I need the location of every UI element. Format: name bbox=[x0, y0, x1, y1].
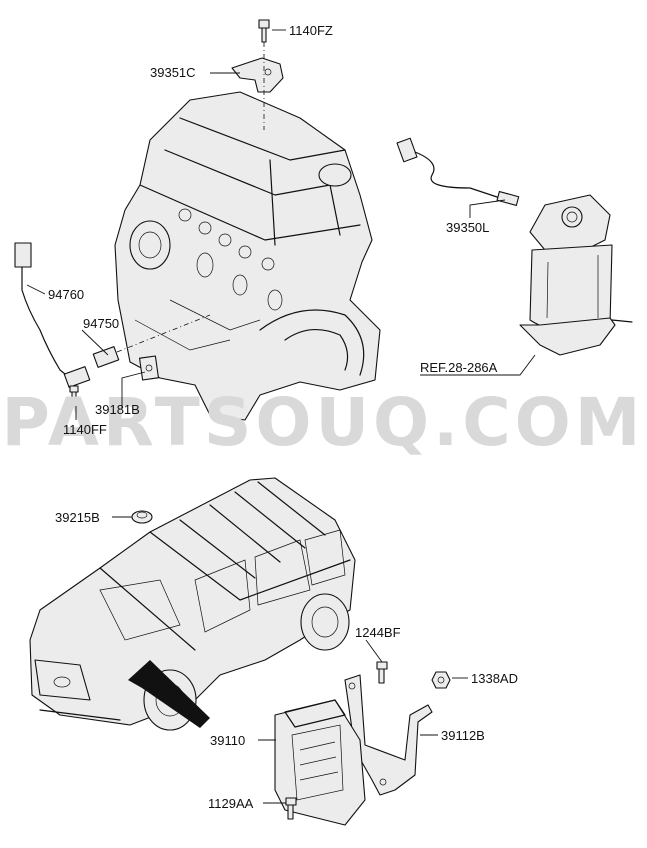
bolt-1244bf bbox=[376, 661, 388, 684]
plug-39215b bbox=[131, 510, 153, 524]
label-1244bf: 1244BF bbox=[355, 625, 401, 640]
bolt-1129aa bbox=[285, 797, 297, 820]
watermark: PARTSOUQ.COM bbox=[2, 384, 645, 461]
label-94760: 94760 bbox=[48, 287, 84, 302]
bracket-39181b bbox=[138, 355, 160, 381]
knock-sensor-94760 bbox=[14, 242, 91, 388]
label-39112b: 39112B bbox=[441, 728, 485, 743]
label-39215b: 39215B bbox=[55, 510, 100, 525]
label-94750: 94750 bbox=[83, 316, 119, 331]
label-39351c: 39351C bbox=[150, 65, 196, 80]
bolt-1140ff bbox=[69, 385, 79, 407]
callout-arrow bbox=[128, 660, 210, 728]
ecu-39110 bbox=[274, 699, 366, 826]
label-39181b: 39181B bbox=[95, 402, 140, 417]
label-ref-28-286a: REF.28-286A bbox=[420, 360, 498, 375]
oxygen-sensor-39350l bbox=[396, 137, 520, 206]
bracket-39351c bbox=[231, 57, 284, 93]
bolt-1140fz bbox=[258, 19, 270, 43]
label-39110: 39110 bbox=[210, 733, 245, 748]
ecu-bracket-39112b bbox=[344, 674, 433, 796]
label-1338ad: 1338AD bbox=[471, 671, 518, 686]
engine-block bbox=[114, 91, 381, 421]
catalytic-converter bbox=[519, 194, 633, 356]
label-1129aa: 1129AA bbox=[208, 796, 254, 811]
label-39350l: 39350L bbox=[446, 220, 489, 235]
label-1140ff: 1140FF bbox=[63, 422, 107, 437]
nut-1338ad bbox=[431, 671, 451, 689]
label-1140fz: 1140FZ bbox=[289, 23, 333, 38]
leader-lines bbox=[26, 29, 536, 804]
